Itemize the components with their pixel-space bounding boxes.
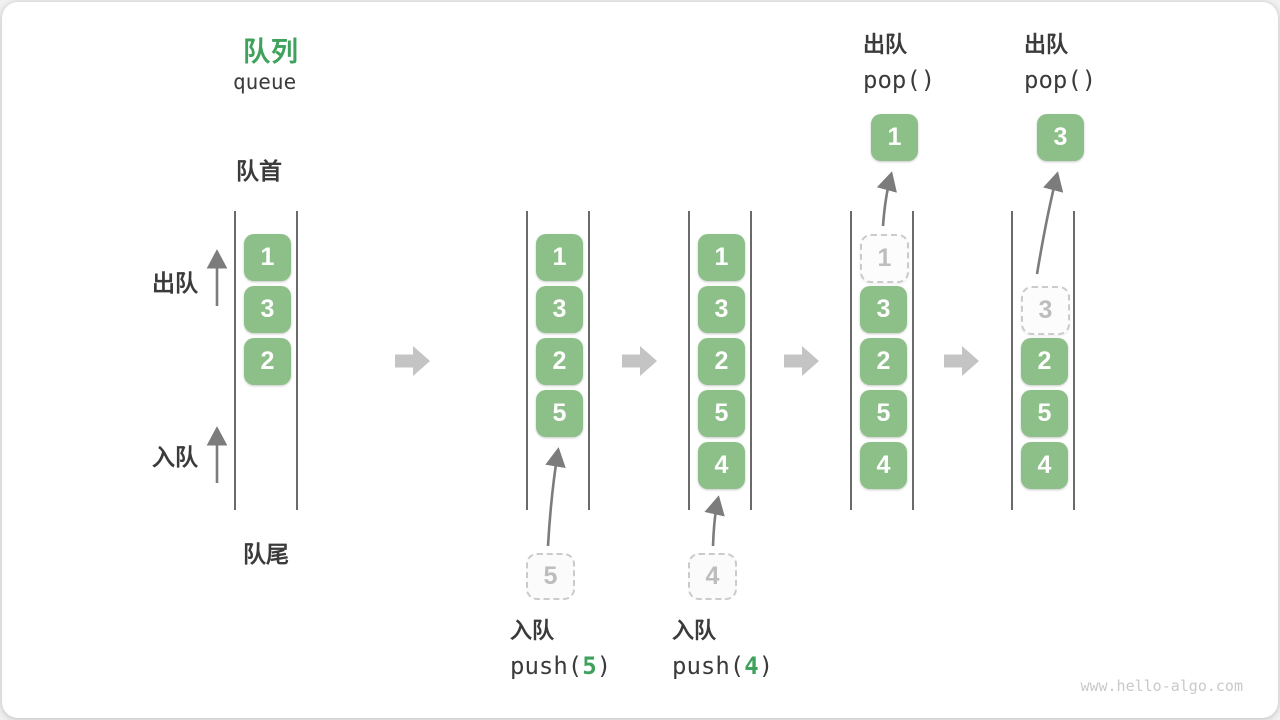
queue-cell: 5 bbox=[536, 390, 583, 437]
code-text: pop() bbox=[1024, 66, 1097, 94]
queue-cell: 3 bbox=[536, 286, 583, 333]
code-argument: 4 bbox=[744, 652, 759, 680]
queue-cell: 3 bbox=[860, 286, 907, 333]
queue-cell: 4 bbox=[1021, 442, 1068, 489]
code-argument: 5 bbox=[582, 652, 597, 680]
pop-motion-arrow bbox=[876, 171, 897, 227]
queue-cell: 1 bbox=[536, 234, 583, 281]
code-text: pop() bbox=[863, 66, 936, 94]
popped-element-box: 3 bbox=[1037, 114, 1084, 161]
state-transition-arrow bbox=[944, 346, 979, 376]
operation-label: 入队 bbox=[672, 618, 717, 643]
queue-cell: 2 bbox=[244, 338, 291, 385]
state-transition-arrow bbox=[395, 346, 430, 376]
queue-cell: 5 bbox=[860, 390, 907, 437]
code-text: push( bbox=[672, 652, 745, 680]
queue-cell-ghost: 3 bbox=[1021, 286, 1070, 335]
operation-label: 入队 bbox=[510, 618, 555, 643]
staged-element-box: 5 bbox=[526, 553, 575, 600]
code-text: ) bbox=[596, 652, 612, 680]
queue-cell: 2 bbox=[1021, 338, 1068, 385]
queue-cell: 1 bbox=[244, 234, 291, 281]
enqueue-side-label: 入队 bbox=[152, 444, 198, 470]
operation-code: pop() bbox=[1024, 66, 1096, 94]
dequeue-side-label: 出队 bbox=[152, 270, 198, 296]
push-motion-arrow bbox=[545, 447, 566, 547]
queue-cell: 1 bbox=[698, 234, 745, 281]
state-transition-arrow bbox=[622, 346, 657, 376]
state-transition-arrow bbox=[784, 346, 819, 376]
code-text: push( bbox=[510, 652, 583, 680]
queue-rear-label: 队尾 bbox=[243, 541, 289, 567]
staged-element-box: 4 bbox=[688, 553, 737, 600]
dequeue-operation: 出队 pop() bbox=[863, 27, 935, 94]
push-motion-arrow bbox=[704, 495, 725, 547]
queue-cell: 2 bbox=[698, 338, 745, 385]
queue-cell: 2 bbox=[860, 338, 907, 385]
enqueue-operation: 入队 push(4) bbox=[672, 613, 773, 680]
watermark: www.hello-algo.com bbox=[1080, 677, 1243, 695]
diagram-subtitle: queue bbox=[233, 70, 297, 94]
queue-cell-ghost: 1 bbox=[860, 234, 909, 283]
queue-cell: 3 bbox=[244, 286, 291, 333]
operation-label: 出队 bbox=[863, 32, 908, 57]
queue-front-label: 队首 bbox=[236, 158, 282, 184]
queue-cell: 4 bbox=[698, 442, 745, 489]
pop-motion-arrow bbox=[1035, 171, 1064, 275]
queue-cell: 5 bbox=[1021, 390, 1068, 437]
operation-code: pop() bbox=[863, 66, 935, 94]
queue-cell: 5 bbox=[698, 390, 745, 437]
popped-element-box: 1 bbox=[871, 114, 918, 161]
operation-code: push(5) bbox=[510, 652, 611, 680]
queue-cell: 2 bbox=[536, 338, 583, 385]
queue-cell: 4 bbox=[860, 442, 907, 489]
queue-cell: 3 bbox=[698, 286, 745, 333]
enqueue-operation: 入队 push(5) bbox=[510, 613, 611, 680]
operation-code: push(4) bbox=[672, 652, 773, 680]
diagram-title: 队列 bbox=[243, 37, 299, 67]
operation-label: 出队 bbox=[1024, 32, 1069, 57]
code-text: ) bbox=[758, 652, 774, 680]
dequeue-operation: 出队 pop() bbox=[1024, 27, 1096, 94]
